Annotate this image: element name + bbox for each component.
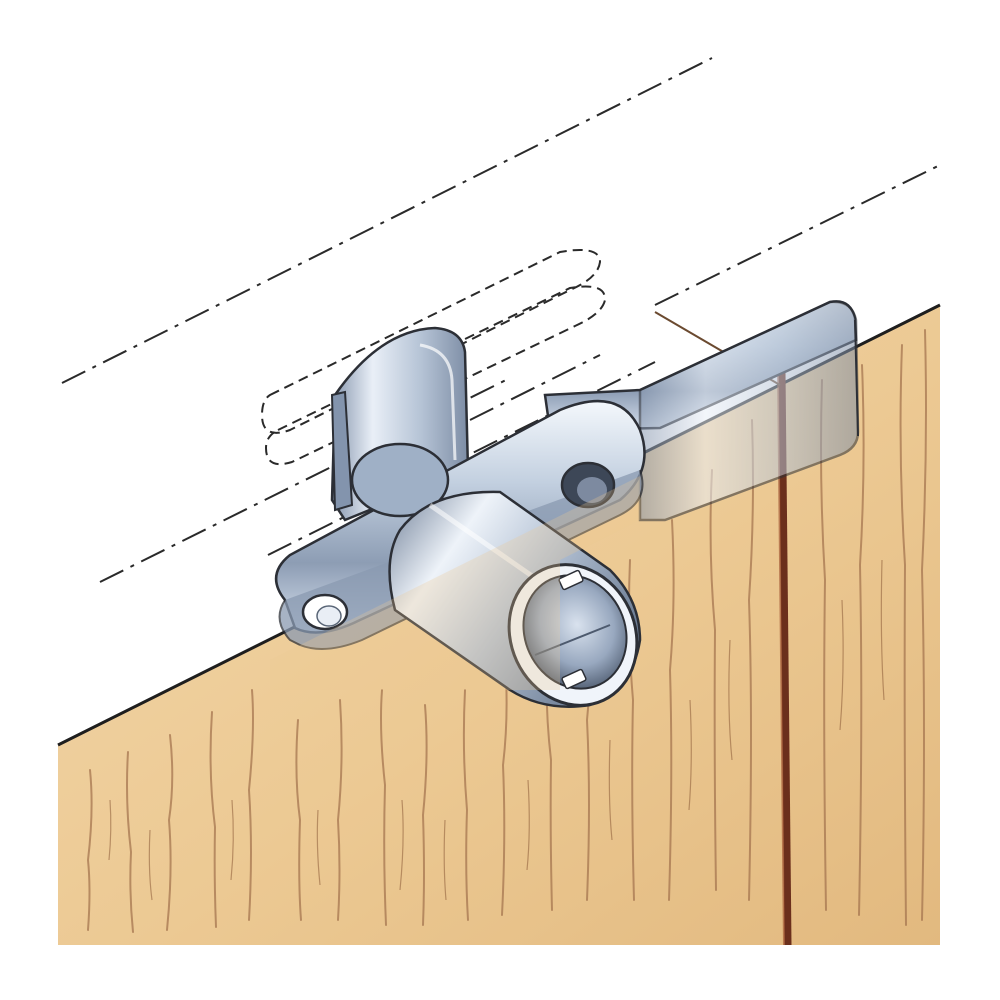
barrel-bore — [522, 574, 628, 690]
cam-outline-upper — [260, 249, 602, 434]
cam-alternate-positions — [260, 249, 607, 466]
keyway-top — [558, 569, 584, 591]
phantom-line-upper — [61, 57, 713, 384]
phantom-line-short — [469, 354, 601, 421]
keyway-bottom — [561, 668, 587, 690]
cam-tab-edge — [330, 390, 354, 512]
door-overlay — [270, 476, 640, 690]
cam-lock — [275, 300, 860, 708]
cam-hub — [350, 442, 450, 518]
wood-grain-fine — [108, 559, 885, 901]
phantom-line-right — [654, 164, 941, 306]
cam-outline-lower — [264, 285, 607, 466]
